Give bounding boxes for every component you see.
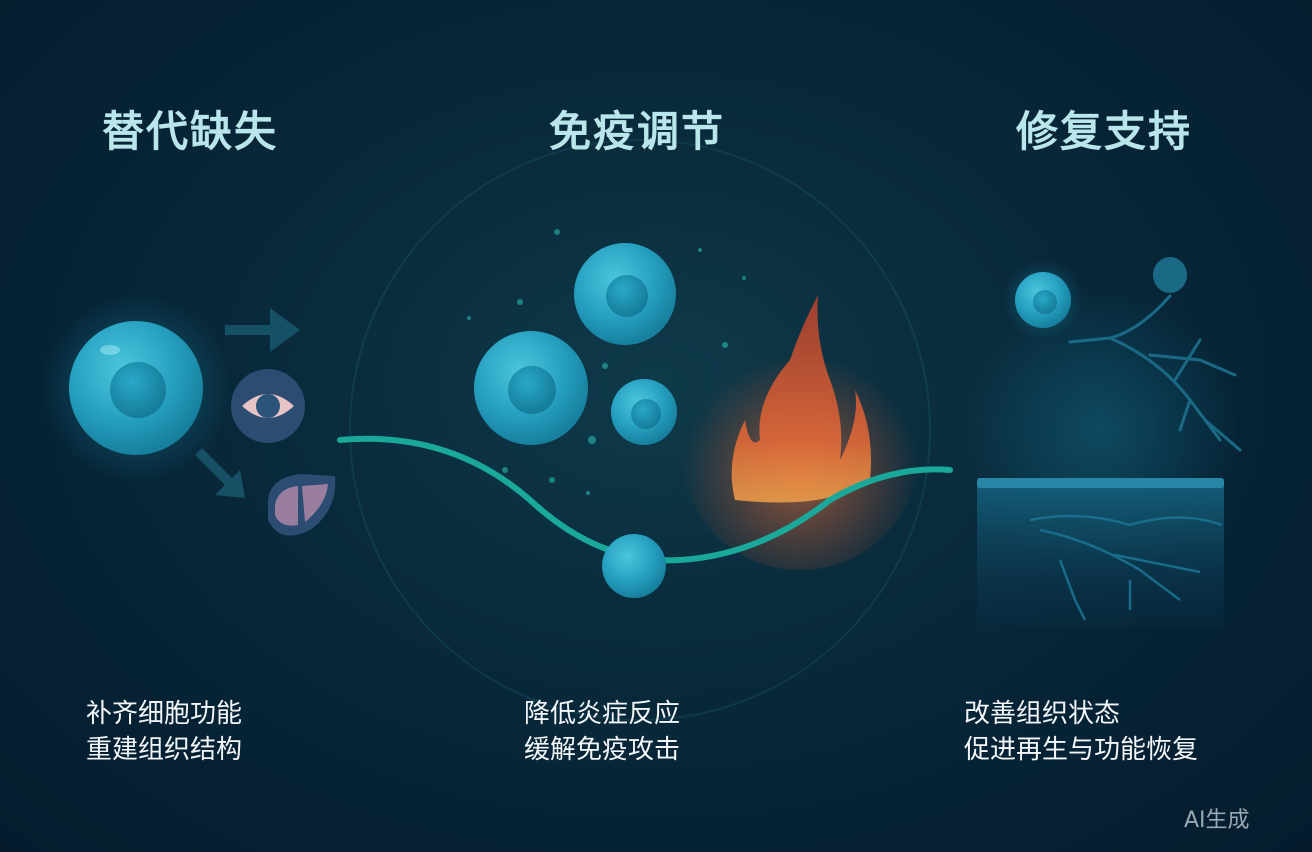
section-title-immune: 免疫调节 (549, 107, 726, 156)
wave-icon (337, 435, 953, 564)
section-title-replace: 替代缺失 (102, 107, 279, 156)
desc-line: 促进再生与功能恢复 (964, 735, 1199, 765)
stem-cell-icon (611, 379, 677, 445)
stem-cell-icon (41, 293, 231, 483)
section-desc-immune: 降低炎症反应 缓解免疫攻击 (524, 696, 680, 768)
neuron-body-icon (1153, 257, 1187, 293)
ai-generated-watermark: AI生成 (1184, 808, 1250, 833)
section-desc-repair: 改善组织状态 促进再生与功能恢复 (964, 696, 1198, 768)
arrow-icon (195, 308, 300, 498)
neuron-icon (1068, 294, 1242, 452)
desc-line: 改善组织状态 (964, 699, 1121, 729)
desc-line: 重建组织结构 (86, 735, 243, 765)
desc-line: 缓解免疫攻击 (524, 735, 681, 765)
liver-icon (268, 474, 336, 536)
stem-cell-icon (574, 243, 676, 345)
eye-icon (231, 369, 305, 443)
stem-cell-icon (474, 331, 588, 445)
section-desc-replace: 补齐细胞功能 重建组织结构 (86, 696, 242, 768)
desc-line: 补齐细胞功能 (86, 699, 243, 729)
stem-cell-icon (602, 534, 666, 598)
tissue-block-icon (977, 478, 1224, 628)
stem-cell-icon (1003, 260, 1083, 340)
halo-ring-icon (349, 139, 931, 721)
flame-icon (731, 295, 871, 503)
desc-line: 降低炎症反应 (524, 699, 681, 729)
section-title-repair: 修复支持 (1016, 107, 1193, 156)
